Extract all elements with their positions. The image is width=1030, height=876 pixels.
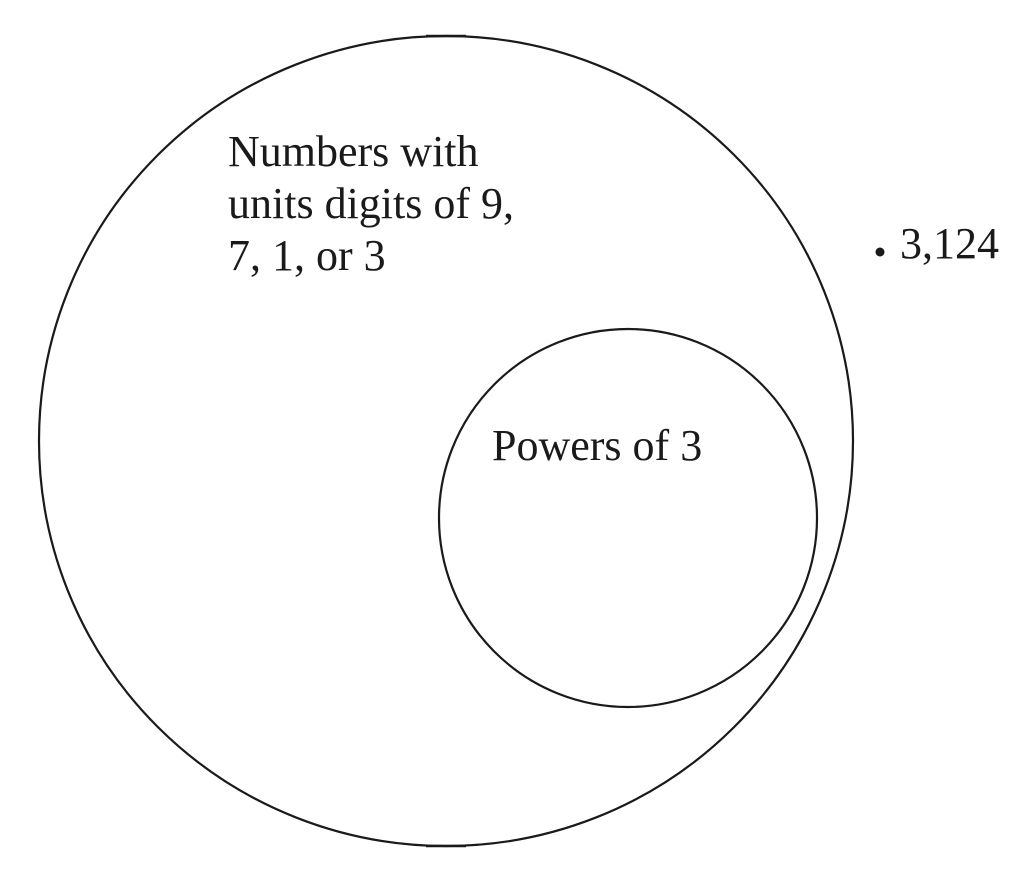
outside-element-label: 3,124	[900, 219, 999, 268]
outer-set-label: Numbers with units digits of 9, 7, 1, or…	[228, 127, 525, 280]
inner-set-label: Powers of 3	[492, 421, 702, 470]
outer-set-label-line-1: Numbers with	[228, 127, 479, 176]
outer-set-label-line-2: units digits of 9,	[228, 179, 514, 228]
outer-set-label-line-3: 7, 1, or 3	[228, 231, 386, 280]
outside-element-point	[875, 247, 885, 257]
inner-set-circle	[437, 327, 819, 709]
